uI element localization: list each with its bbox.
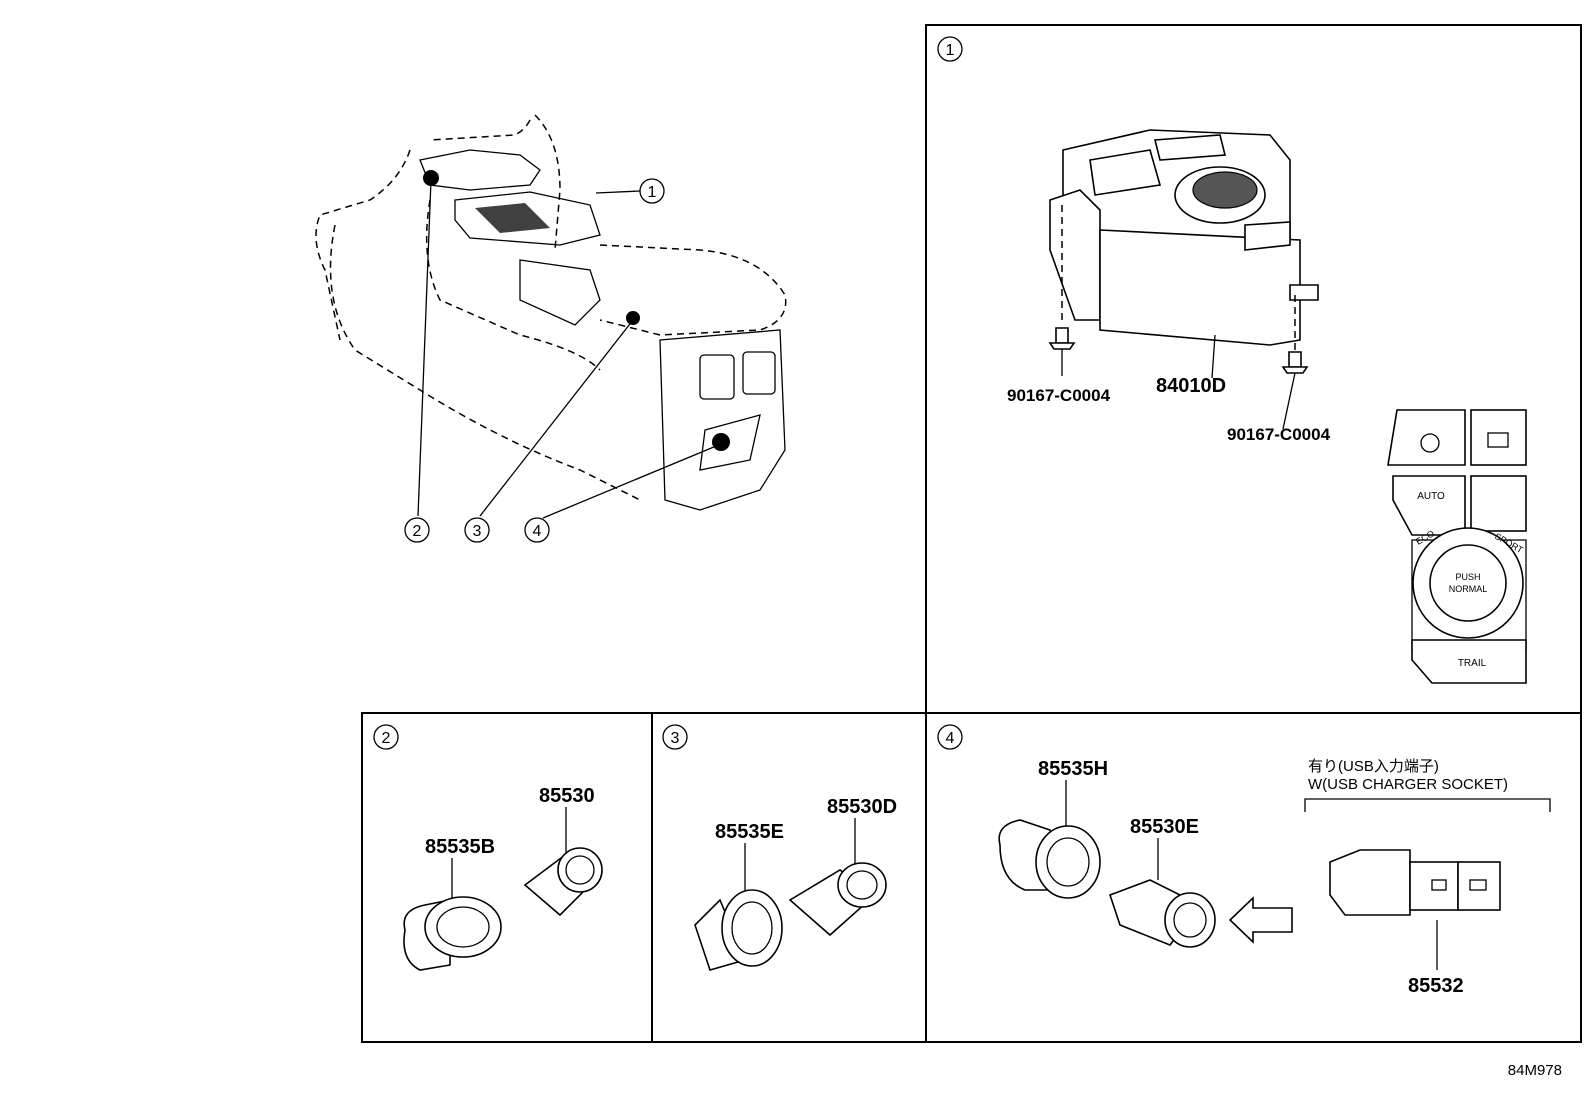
socket-85530 [523, 847, 603, 917]
callout-2-circle [404, 517, 430, 543]
parking-brake-button [1387, 409, 1466, 466]
leader-1 [595, 190, 641, 194]
socket-2-marker [423, 170, 439, 186]
panel-2-id-circle [373, 724, 399, 750]
trail-label: TRAIL [1458, 658, 1487, 669]
panel-4-id: 4 [946, 730, 955, 747]
panel-frames [361, 24, 1582, 1043]
part-85535H: 85535H [1038, 758, 1108, 780]
hold-icon [1487, 432, 1509, 448]
callout-4-circle [524, 517, 550, 543]
console-rear-panel [659, 329, 786, 511]
panel-4-id-circle [937, 724, 963, 750]
dial-knob [1429, 544, 1507, 622]
trim-outline-1 [315, 149, 411, 341]
trail-button [1411, 639, 1527, 684]
normal-label: NORMAL [1449, 584, 1488, 594]
socket-cover-85535B [403, 896, 502, 971]
panel-1-id-circle [937, 36, 963, 62]
panel-4: 4 85535H 85530E 85532 有り(USB入力端子) W(USB … [937, 724, 1551, 997]
auto-button [1392, 475, 1466, 536]
panel-3-id: 3 [671, 730, 680, 747]
part-85532: 85532 [1408, 975, 1464, 997]
panel-3: 3 85535E 85530D [662, 724, 897, 971]
callout-3: 3 [473, 523, 482, 540]
panel-2: 2 85535B 85530 [373, 724, 603, 971]
switch-assembly-84010D [1049, 129, 1319, 346]
trim-outline-3 [534, 114, 561, 251]
console-overview-drawing [315, 114, 787, 519]
socket-85530D [788, 862, 887, 937]
push-label: PUSH [1455, 572, 1480, 582]
overview-callouts: 1 2 3 4 [404, 178, 665, 543]
panel-1-id: 1 [946, 42, 955, 59]
callout-1-circle [639, 178, 665, 204]
rear-vent-right [742, 351, 776, 395]
leader-4 [542, 443, 722, 519]
panel-2-id: 2 [382, 730, 391, 747]
parking-icon [1420, 433, 1440, 453]
socket-85530E [1108, 879, 1216, 948]
trim-outline-2 [329, 224, 641, 501]
reference-code: 84M978 [1508, 1062, 1562, 1079]
switch-faceplate-detail: AUTO ECO SPORT PUSH NORMAL TRAIL [1387, 409, 1527, 684]
replacement-arrow [1228, 896, 1293, 944]
panel-3-id-circle [662, 724, 688, 750]
rear-vent-left [699, 354, 735, 400]
usb-note-jp: 有り(USB入力端子) [1308, 758, 1439, 775]
screw-right [1281, 351, 1309, 430]
socket-4-marker [712, 433, 730, 451]
callout-4: 4 [533, 523, 542, 540]
callout-2: 2 [413, 523, 422, 540]
part-84010D: 84010D [1156, 375, 1226, 397]
cupholder-front [519, 259, 601, 326]
trim-outline-4 [429, 119, 531, 141]
hold-button [1470, 409, 1527, 466]
socket-3-marker [626, 311, 640, 325]
leader-84010D [1211, 334, 1216, 379]
switch-panel-dark [475, 203, 550, 233]
console-top [419, 149, 541, 191]
callout-1: 1 [648, 184, 657, 201]
console-side-outline [425, 199, 601, 371]
usb-option-bracket [1304, 798, 1551, 812]
part-85530E: 85530E [1130, 816, 1199, 838]
part-85530: 85530 [539, 785, 595, 807]
leader-2 [417, 179, 432, 517]
callout-3-circle [464, 517, 490, 543]
screw-left [1048, 327, 1076, 376]
part-85530D: 85530D [827, 796, 897, 818]
auto-label: AUTO [1417, 491, 1445, 502]
socket-cover-85535E [694, 889, 783, 971]
part-85535E: 85535E [715, 821, 784, 843]
usb-charger-socket-85532 [1329, 849, 1501, 916]
rear-socket-bezel [699, 414, 761, 471]
socket-cover-85535H [998, 819, 1101, 899]
armrest-outline [599, 244, 787, 336]
part-90167-C0004-left: 90167-C0004 [1007, 386, 1111, 405]
switch-bezel [454, 191, 601, 246]
part-90167-C0004-right: 90167-C0004 [1227, 425, 1331, 444]
mode-button [1470, 475, 1527, 532]
panel-1: 1 90167-C0004 84010D [937, 36, 1527, 684]
panel-row-frame [361, 712, 1582, 1043]
usb-note-en: W(USB CHARGER SOCKET) [1308, 776, 1508, 793]
part-85535B: 85535B [425, 836, 495, 858]
leader-3 [479, 319, 634, 517]
